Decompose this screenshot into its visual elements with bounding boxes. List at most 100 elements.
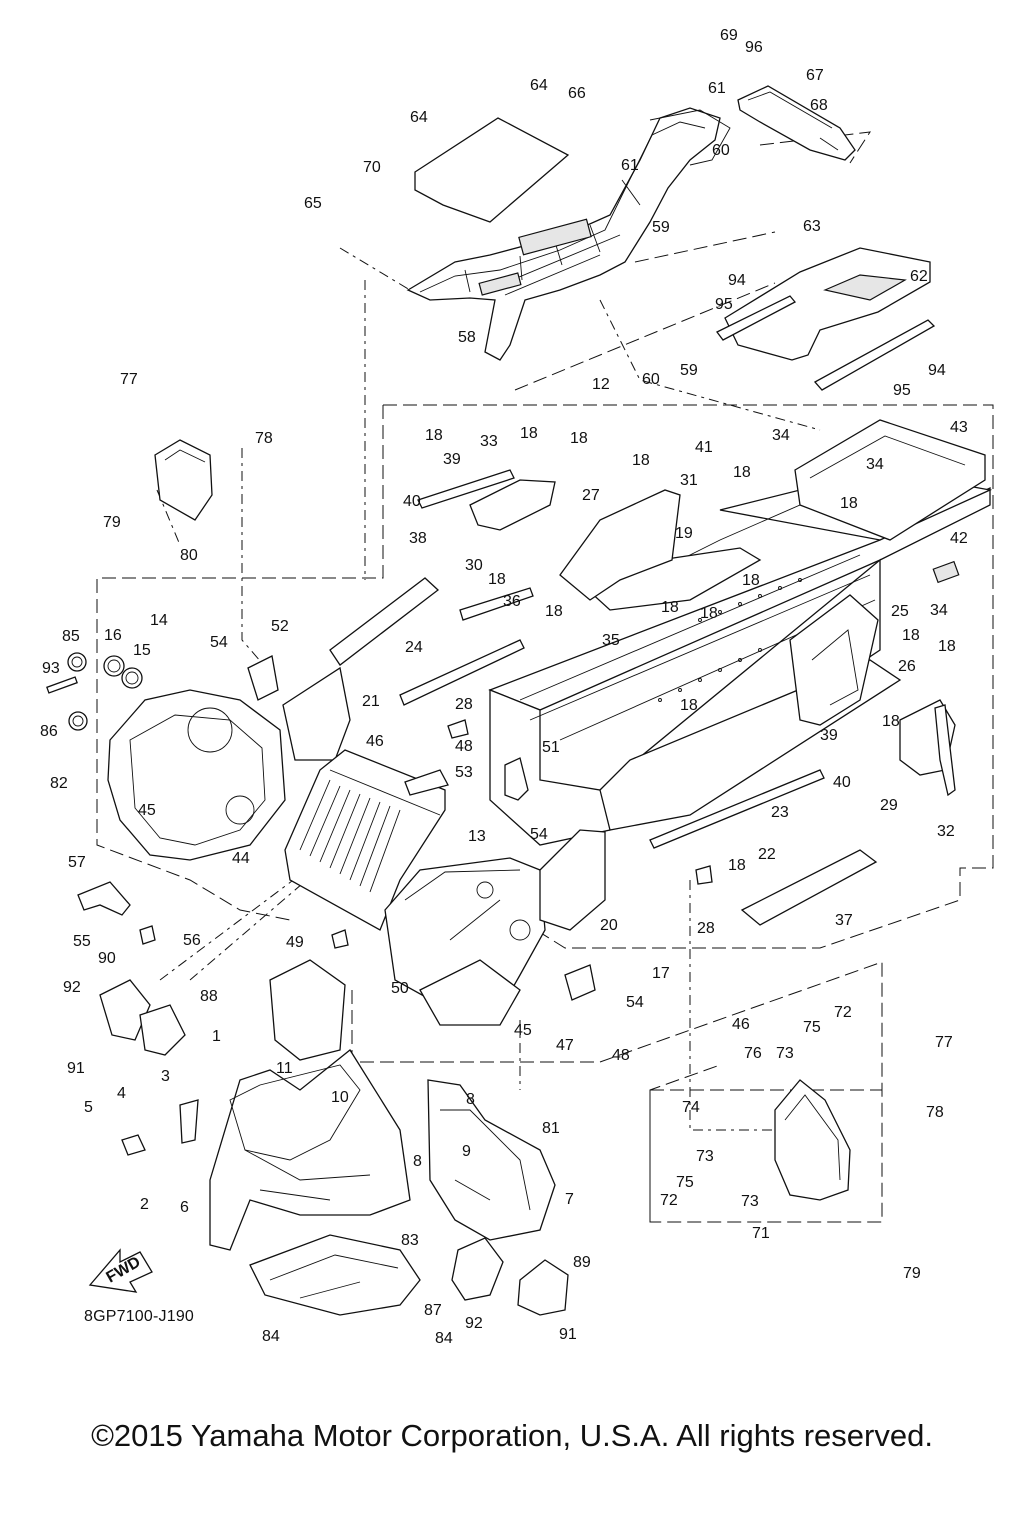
callout-6: 6 <box>180 1199 189 1216</box>
callout-76: 76 <box>744 1045 762 1062</box>
rail-94-a <box>716 295 797 341</box>
callout-71: 71 <box>752 1225 770 1242</box>
callout-40a: 40 <box>403 493 421 510</box>
guard-62 <box>724 247 931 361</box>
callout-64b: 64 <box>410 109 428 126</box>
callout-68: 68 <box>810 97 828 114</box>
callout-91a: 91 <box>67 1060 85 1077</box>
rear-plate-70 <box>414 117 570 223</box>
callout-12: 12 <box>592 376 610 393</box>
callout-66: 66 <box>568 85 586 102</box>
callout-36: 36 <box>503 593 521 610</box>
callout-73c: 73 <box>741 1193 759 1210</box>
rail-94-b <box>813 319 936 391</box>
cover-7 <box>427 1079 556 1241</box>
callout-53: 53 <box>455 764 473 781</box>
callout-59b: 59 <box>680 362 698 379</box>
callout-16: 16 <box>104 627 122 644</box>
callout-18k: 18 <box>700 605 718 622</box>
callout-35: 35 <box>602 632 620 649</box>
callout-38: 38 <box>409 530 427 547</box>
callout-49: 49 <box>286 934 304 951</box>
bracket-21 <box>282 666 351 761</box>
callout-18g: 18 <box>488 571 506 588</box>
gasket-88 <box>139 1004 186 1056</box>
clip-28a <box>447 719 469 739</box>
callout-44: 44 <box>232 850 250 867</box>
callout-82: 82 <box>50 775 68 792</box>
callout-50: 50 <box>391 980 409 997</box>
panel-37 <box>740 849 878 926</box>
callout-27: 27 <box>582 487 600 504</box>
traction-33 <box>417 469 515 509</box>
callout-48a: 48 <box>455 738 473 755</box>
skid-plate-83 <box>249 1234 421 1316</box>
callout-55: 55 <box>73 933 91 950</box>
callout-92b: 92 <box>465 1315 483 1332</box>
copyright-notice: ©2015 Yamaha Motor Corporation, U.S.A. A… <box>91 1418 933 1453</box>
bracket-20 <box>539 829 606 931</box>
callout-24: 24 <box>405 639 423 656</box>
traction-36 <box>459 587 534 621</box>
callout-3: 3 <box>161 1068 170 1085</box>
callout-7: 7 <box>565 1191 574 1208</box>
callout-70: 70 <box>363 159 381 176</box>
callout-18m: 18 <box>938 638 956 655</box>
callout-72b: 72 <box>660 1192 678 1209</box>
callout-72a: 72 <box>834 1004 852 1021</box>
callout-18a: 18 <box>425 427 443 444</box>
callout-43: 43 <box>950 419 968 436</box>
callout-41: 41 <box>695 439 713 456</box>
mount-47 <box>564 964 596 1001</box>
callout-4: 4 <box>117 1085 126 1102</box>
callout-77b: 77 <box>935 1034 953 1051</box>
callout-17: 17 <box>652 965 670 982</box>
callout-81: 81 <box>542 1120 560 1137</box>
bracket-51 <box>504 757 529 801</box>
chain-case-14 <box>46 652 286 861</box>
callout-34b: 34 <box>866 456 884 473</box>
bracket-55 <box>77 881 131 916</box>
housing-71 <box>774 1079 851 1201</box>
callout-84b: 84 <box>435 1330 453 1347</box>
callout-18i: 18 <box>545 603 563 620</box>
bracket-3 <box>179 1099 199 1144</box>
clip-49 <box>331 929 349 949</box>
callout-1: 1 <box>212 1028 221 1045</box>
callout-28a: 28 <box>455 696 473 713</box>
callout-64a: 64 <box>530 77 548 94</box>
callout-18f: 18 <box>840 495 858 512</box>
traction-24 <box>399 639 525 706</box>
callout-26: 26 <box>898 658 916 675</box>
callout-58: 58 <box>458 329 476 346</box>
callout-10: 10 <box>331 1089 349 1106</box>
callout-11: 11 <box>276 1060 293 1077</box>
callout-14: 14 <box>150 612 168 629</box>
callout-61b: 61 <box>621 157 639 174</box>
clip-56 <box>139 925 156 945</box>
tunnel-frame <box>488 419 993 846</box>
callout-20: 20 <box>600 917 618 934</box>
callout-63: 63 <box>803 218 821 235</box>
clip-28b <box>695 865 713 885</box>
callout-40b: 40 <box>833 774 851 791</box>
plate-10 <box>269 959 346 1061</box>
callout-54b: 54 <box>530 826 548 843</box>
callout-60b: 60 <box>642 371 660 388</box>
callout-92a: 92 <box>63 979 81 996</box>
callout-45b: 45 <box>514 1022 532 1039</box>
callout-22: 22 <box>758 846 776 863</box>
callout-18p: 18 <box>728 857 746 874</box>
callout-18d: 18 <box>632 452 650 469</box>
panel-27 <box>559 489 681 601</box>
callout-48b: 48 <box>612 1047 630 1064</box>
callout-80: 80 <box>180 547 198 564</box>
callout-69: 69 <box>720 27 738 44</box>
lower-frame-1 <box>209 1049 411 1251</box>
callout-56: 56 <box>183 932 201 949</box>
callout-28b: 28 <box>697 920 715 937</box>
callout-84a: 84 <box>262 1328 280 1345</box>
callout-79a: 79 <box>103 514 121 531</box>
callout-96: 96 <box>745 39 763 56</box>
